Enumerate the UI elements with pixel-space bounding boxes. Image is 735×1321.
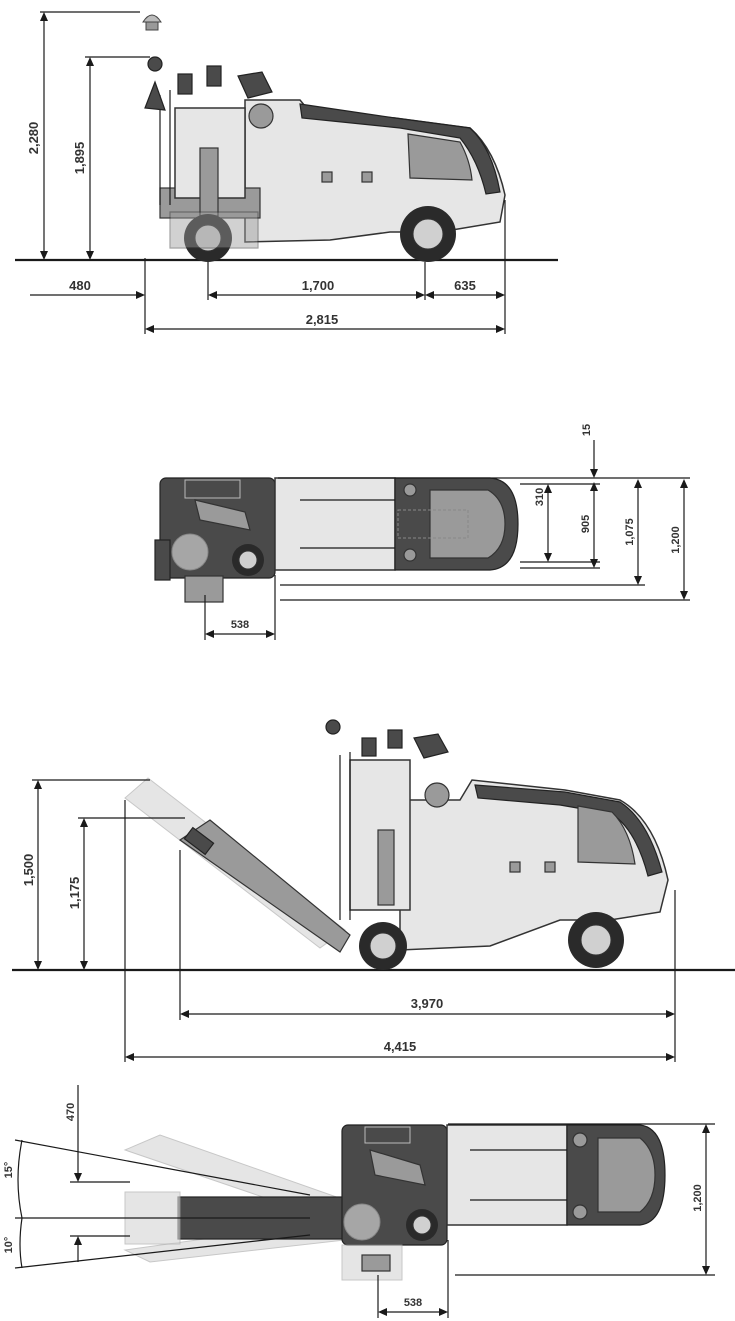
dim-length-short: 3,970 — [411, 996, 444, 1011]
dim-width-c: 1,075 — [624, 518, 636, 546]
dim-drum-offset: 538 — [404, 1297, 422, 1309]
dim-discharge-high: 1,500 — [21, 854, 36, 887]
dim-swing-spread: 470 — [65, 1103, 77, 1121]
dim-discharge-low: 1,175 — [67, 877, 82, 910]
dim-length-long: 4,415 — [384, 1039, 417, 1054]
dim-width: 1,200 — [692, 1184, 704, 1212]
dim-drum-offset: 538 — [231, 619, 249, 631]
dim-width-b: 905 — [580, 515, 592, 533]
plan-view-conveyor: 15° 10° 470 1,200 538 — [3, 1085, 715, 1318]
plan-view-top: 15 310 905 1,075 1,200 538 — [154, 424, 690, 640]
side-view-top: 2,280 1,895 480 1,700 635 2,815 — [15, 11, 558, 334]
dim-wheelbase: 1,700 — [302, 278, 335, 293]
dim-beacon-height: 2,280 — [26, 122, 41, 155]
side-view-conveyor: 1,500 1,175 3,970 4,415 — [12, 719, 735, 1062]
dim-width-d: 1,200 — [670, 526, 682, 554]
dim-offset: 15 — [581, 424, 593, 436]
dim-cab-height: 1,895 — [72, 142, 87, 175]
machine-plan-illustration — [154, 477, 519, 603]
dim-overall-length: 2,815 — [306, 312, 339, 327]
beacon-icon — [142, 14, 162, 31]
machine-plan-conveyor-illustration — [123, 1124, 666, 1281]
dim-swing-up: 15° — [3, 1162, 15, 1179]
machine-side-illustration — [144, 56, 506, 262]
dim-rear-overhang: 635 — [454, 278, 476, 293]
dim-width-a: 310 — [534, 488, 546, 506]
dim-front-overhang: 480 — [69, 278, 91, 293]
dim-swing-down: 10° — [3, 1237, 15, 1254]
machine-conveyor-illustration — [124, 719, 669, 970]
